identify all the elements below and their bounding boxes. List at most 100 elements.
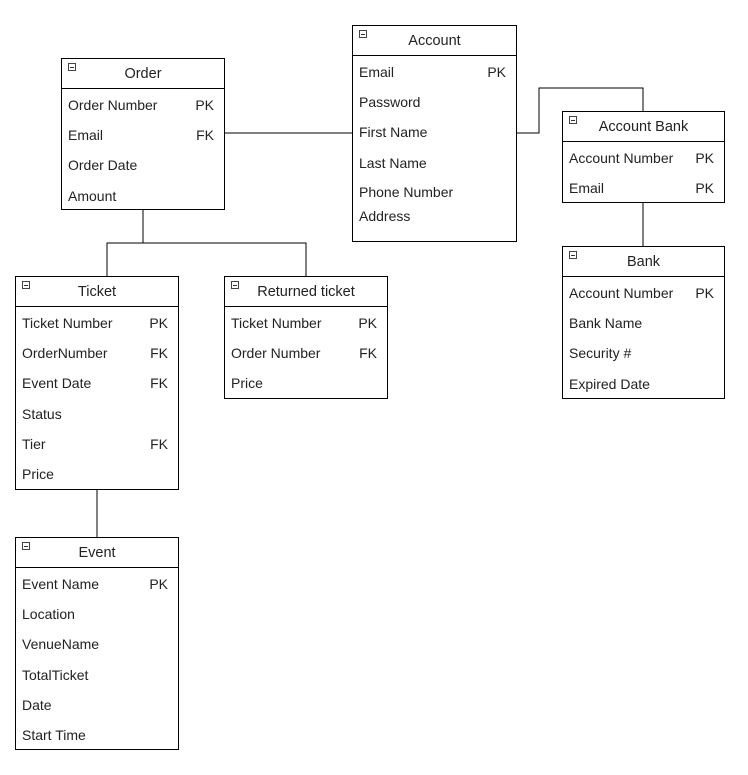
- entity-header: Account: [353, 26, 516, 56]
- field-row: Account Number PK: [563, 283, 724, 303]
- field-row: Account Number PK: [563, 148, 724, 168]
- field-name: Ticket Number: [22, 315, 113, 331]
- field-key: PK: [695, 285, 714, 301]
- field-key: PK: [149, 576, 168, 592]
- field-key: PK: [487, 64, 506, 80]
- field-name: Order Number: [68, 97, 158, 113]
- field-name: Date: [22, 696, 52, 713]
- field-name: Start Time: [22, 727, 86, 743]
- field-name: Bank Name: [569, 315, 643, 332]
- field-key: PK: [358, 315, 377, 331]
- field-name: VenueName: [22, 636, 100, 653]
- collapse-icon[interactable]: [68, 63, 76, 71]
- field-row: Amount: [62, 186, 224, 206]
- field-name: Tier: [22, 435, 46, 452]
- field-key: PK: [149, 315, 168, 331]
- field-row: Bank Name: [563, 313, 724, 333]
- field-row: Security #: [563, 343, 724, 363]
- field-key: PK: [195, 97, 214, 113]
- entity-header: Account Bank: [563, 112, 724, 142]
- field-row: First Name: [353, 122, 516, 142]
- entity-header: Ticket: [16, 277, 178, 307]
- field-key: FK: [196, 127, 214, 144]
- field-name: Order Number: [231, 345, 321, 362]
- entity-title: Bank: [626, 254, 661, 270]
- field-name: Event Date: [22, 375, 92, 392]
- collapse-icon[interactable]: [22, 542, 30, 550]
- field-name: Email: [569, 180, 605, 197]
- field-row: Address: [353, 206, 516, 226]
- field-row: Order Date: [62, 155, 224, 175]
- field-row: Price: [225, 373, 387, 393]
- field-row: Status: [16, 404, 178, 424]
- field-name: Address: [359, 208, 411, 224]
- field-name: TotalTicket: [22, 666, 89, 683]
- entity-header: Event: [16, 538, 178, 568]
- field-row: Expired Date: [563, 374, 724, 394]
- field-key: PK: [695, 150, 714, 166]
- field-row: Password: [353, 92, 516, 112]
- field-name: Price: [22, 466, 54, 482]
- field-name: Password: [359, 94, 421, 110]
- field-name: Ticket Number: [231, 315, 322, 331]
- entity-title: Account Bank: [598, 119, 689, 135]
- field-name: Email: [359, 64, 395, 80]
- entity-header: Order: [62, 59, 224, 89]
- field-row: Event Name PK: [16, 574, 178, 594]
- field-row: VenueName: [16, 634, 178, 654]
- field-row: Date: [16, 695, 178, 715]
- field-row: Ticket Number PK: [16, 313, 178, 333]
- field-name: Expired Date: [569, 375, 650, 392]
- field-name: Security #: [569, 345, 632, 362]
- entity-header: Returned ticket: [225, 277, 387, 307]
- field-key: FK: [150, 435, 168, 452]
- collapse-icon[interactable]: [231, 281, 239, 289]
- entity-title: Ticket: [77, 284, 117, 300]
- field-name: Location: [22, 606, 75, 623]
- collapse-icon[interactable]: [569, 116, 577, 124]
- field-row: Order Number FK: [225, 343, 387, 363]
- entity-title: Returned ticket: [257, 284, 355, 300]
- entity-header: Bank: [563, 247, 724, 277]
- field-name: Order Date: [68, 157, 138, 174]
- field-key: FK: [150, 375, 168, 392]
- field-row: Email PK: [563, 178, 724, 198]
- field-row: Start Time: [16, 725, 178, 745]
- field-name: Status: [22, 405, 62, 422]
- field-key: PK: [695, 180, 714, 197]
- field-row: Ticket Number PK: [225, 313, 387, 333]
- field-name: Account Number: [569, 150, 674, 166]
- field-name: Event Name: [22, 576, 100, 592]
- connector-order-returned-ticket: [143, 242, 307, 276]
- field-name: Amount: [68, 187, 117, 204]
- field-key: FK: [359, 345, 377, 362]
- field-row: Price: [16, 464, 178, 484]
- entity-title: Account: [408, 33, 461, 49]
- field-name: OrderNumber: [22, 345, 108, 362]
- field-name: Last Name: [359, 155, 427, 171]
- field-row: Location: [16, 604, 178, 624]
- field-row: Event Date FK: [16, 373, 178, 393]
- collapse-icon[interactable]: [359, 30, 367, 38]
- field-row: Tier FK: [16, 434, 178, 454]
- field-row: Last Name: [353, 153, 516, 173]
- field-name: Price: [231, 375, 263, 392]
- entity-title: Order: [124, 66, 162, 82]
- connector-order-ticket: [106, 210, 144, 276]
- collapse-icon[interactable]: [22, 281, 30, 289]
- field-row: Order Number PK: [62, 95, 224, 115]
- field-row: Email PK: [353, 62, 516, 82]
- collapse-icon[interactable]: [569, 251, 577, 259]
- field-name: Account Number: [569, 285, 674, 301]
- field-name: Phone Number: [359, 184, 454, 200]
